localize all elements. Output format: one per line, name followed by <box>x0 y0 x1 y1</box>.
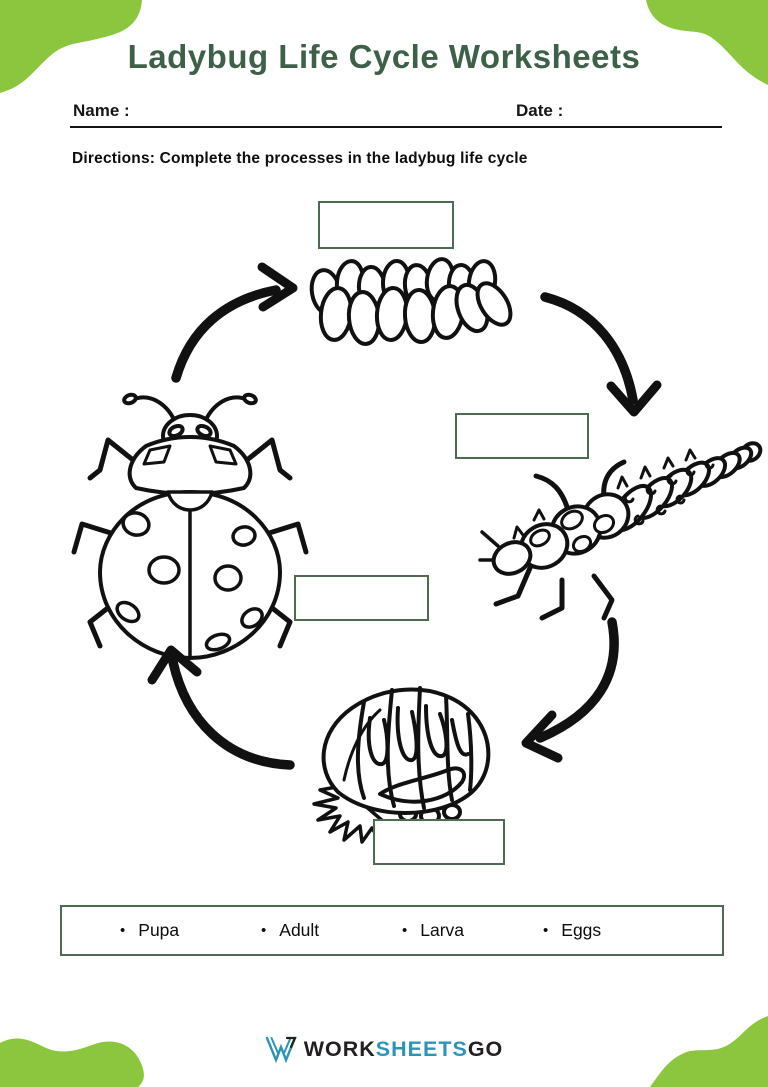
bullet-icon: • <box>543 922 549 939</box>
pupa-illustration <box>312 686 491 844</box>
answer-box-adult[interactable] <box>294 575 429 621</box>
curved-arrow-eggs-to-larva <box>540 292 662 417</box>
corner-blob-top-right <box>646 0 768 85</box>
bullet-icon: • <box>402 922 408 939</box>
word-bank-item-pupa: • Pupa <box>120 920 261 941</box>
date-label: Date : <box>516 101 564 120</box>
bullet-icon: • <box>120 922 126 939</box>
curved-arrow-larva-to-pupa <box>521 617 619 763</box>
header-divider-line <box>70 126 722 128</box>
name-field[interactable] <box>140 99 480 123</box>
word-bank-label: Pupa <box>138 920 180 940</box>
logo-text-sheets: SHEETS <box>375 1037 468 1061</box>
larva-illustration <box>478 441 763 621</box>
answer-box-larva[interactable] <box>455 413 589 459</box>
directions-text: Directions: Complete the processes in th… <box>72 150 528 167</box>
word-bank-item-adult: • Adult <box>261 920 402 941</box>
word-bank-label: Adult <box>279 920 320 940</box>
word-bank: • Pupa • Adult • Larva • Eggs <box>60 905 724 956</box>
word-bank-item-larva: • Larva <box>402 920 543 941</box>
logo-text-work: WORK <box>303 1037 376 1061</box>
corner-blob-top-left <box>0 0 142 93</box>
adult-ladybug-illustration <box>71 392 309 660</box>
word-bank-item-eggs: • Eggs <box>543 920 684 941</box>
curved-arrow-adult-to-eggs <box>171 262 298 383</box>
corner-blob-bottom-left <box>0 1038 144 1087</box>
worksheetsgo-logo-icon <box>265 1036 297 1063</box>
corner-blob-bottom-right <box>650 1016 768 1087</box>
eggs-cluster-illustration <box>309 257 513 346</box>
worksheetsgo-logo: WORKSHEETSGO <box>0 1036 768 1063</box>
name-label: Name : <box>73 101 130 120</box>
word-bank-label: Eggs <box>561 920 602 940</box>
date-field[interactable] <box>575 99 720 123</box>
answer-box-eggs[interactable] <box>318 201 454 249</box>
word-bank-label: Larva <box>420 920 465 940</box>
answer-box-pupa[interactable] <box>373 819 505 865</box>
logo-text-go: GO <box>467 1037 504 1061</box>
bullet-icon: • <box>261 922 267 939</box>
curved-arrow-pupa-to-adult <box>147 645 295 770</box>
page-title: Ladybug Life Cycle Worksheets <box>127 38 641 75</box>
